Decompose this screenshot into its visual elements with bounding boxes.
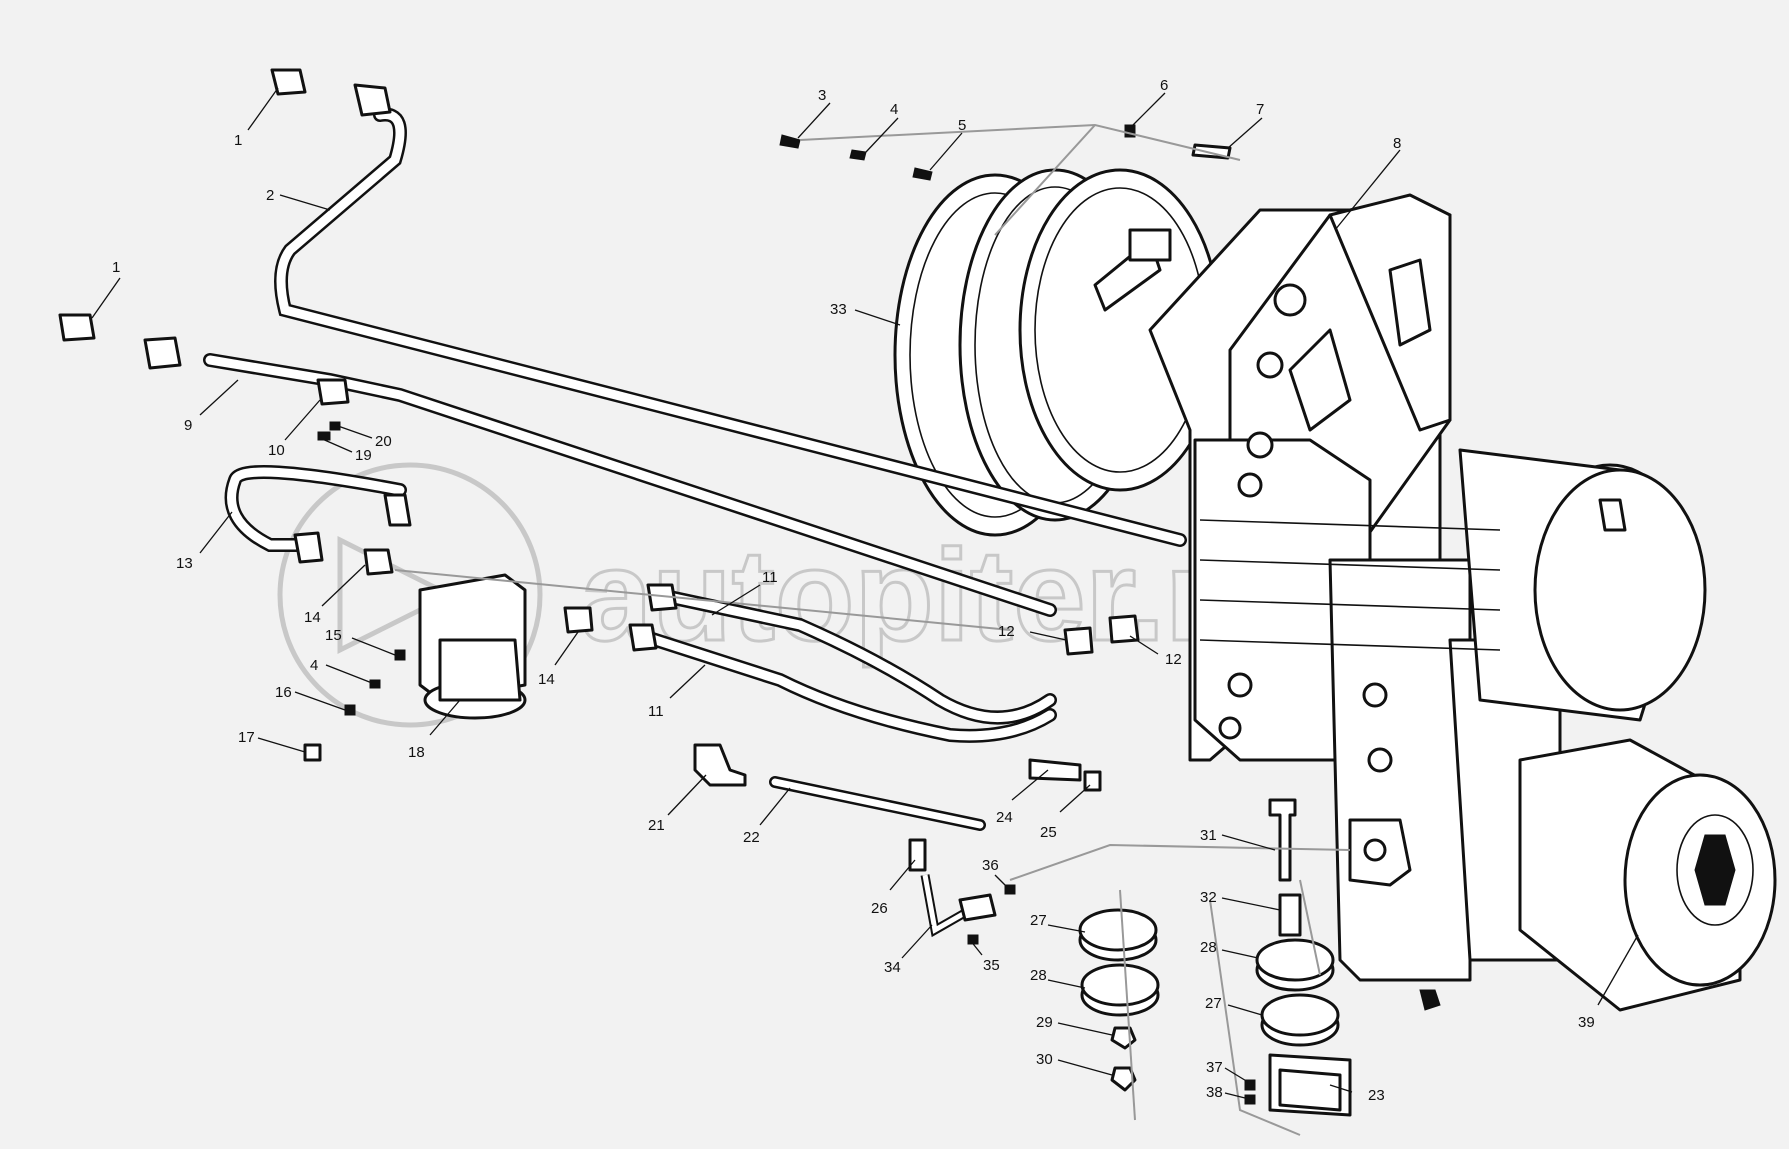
svg-text:18: 18 xyxy=(408,744,425,761)
svg-text:3: 3 xyxy=(818,87,826,104)
svg-text:29: 29 xyxy=(1036,1014,1053,1031)
svg-text:36: 36 xyxy=(982,857,999,874)
svg-text:26: 26 xyxy=(871,900,888,917)
svg-text:24: 24 xyxy=(996,809,1013,826)
svg-text:31: 31 xyxy=(1200,827,1217,844)
callout-26: 26 xyxy=(871,859,916,917)
callout-1b: 1 xyxy=(91,259,121,319)
svg-text:14: 14 xyxy=(304,609,321,626)
callout-3: 3 xyxy=(797,87,831,139)
svg-text:9: 9 xyxy=(184,417,192,434)
svg-text:8: 8 xyxy=(1393,135,1401,152)
svg-text:39: 39 xyxy=(1578,1014,1595,1031)
svg-text:11: 11 xyxy=(762,569,778,586)
callout-18: 18 xyxy=(408,699,461,761)
callout-14a: 14 xyxy=(304,564,366,626)
callout-11a: 11 xyxy=(711,569,778,616)
svg-text:16: 16 xyxy=(275,684,292,701)
transmission-housing xyxy=(893,168,1777,1012)
callout-5: 5 xyxy=(929,117,966,171)
callout-32: 32 xyxy=(1200,889,1281,911)
svg-text:34: 34 xyxy=(884,959,901,976)
svg-text:13: 13 xyxy=(176,555,193,572)
callout-27a: 27 xyxy=(1030,912,1086,933)
callout-29: 29 xyxy=(1036,1014,1113,1036)
svg-text:17: 17 xyxy=(238,729,255,746)
svg-text:12: 12 xyxy=(998,623,1015,640)
svg-text:21: 21 xyxy=(648,817,665,834)
callout-1a: 1 xyxy=(234,87,279,149)
callout-14b: 14 xyxy=(538,631,579,688)
assembly-guide-lines xyxy=(394,123,1351,1136)
callout-4b: 4 xyxy=(310,657,373,684)
callout-30: 30 xyxy=(1036,1051,1113,1076)
callout-7: 7 xyxy=(1227,101,1264,149)
callout-21: 21 xyxy=(648,774,707,834)
svg-text:1: 1 xyxy=(112,259,120,276)
callout-28a: 28 xyxy=(1030,967,1086,989)
callout-31: 31 xyxy=(1200,827,1276,851)
callout-8: 8 xyxy=(1334,135,1401,231)
callout-23: 23 xyxy=(1329,1084,1385,1104)
svg-text:14: 14 xyxy=(538,671,555,688)
callout-39: 39 xyxy=(1578,934,1639,1031)
svg-text:33: 33 xyxy=(830,301,847,318)
svg-text:6: 6 xyxy=(1160,77,1168,94)
callout-2: 2 xyxy=(266,187,331,211)
callout-33: 33 xyxy=(830,301,901,326)
svg-text:19: 19 xyxy=(355,447,372,464)
callout-12b: 12 xyxy=(1129,635,1182,668)
svg-text:1: 1 xyxy=(234,132,242,149)
callout-28b: 28 xyxy=(1200,939,1259,959)
svg-text:32: 32 xyxy=(1200,889,1217,906)
svg-text:10: 10 xyxy=(268,442,285,459)
callout-16: 16 xyxy=(275,684,346,711)
svg-text:4: 4 xyxy=(890,101,898,118)
callout-36: 36 xyxy=(982,857,1009,889)
svg-text:5: 5 xyxy=(958,117,966,134)
svg-text:28: 28 xyxy=(1030,967,1047,984)
callout-11b: 11 xyxy=(648,664,706,720)
svg-text:23: 23 xyxy=(1368,1087,1385,1104)
callout-37: 37 xyxy=(1206,1059,1249,1083)
small-fittings xyxy=(58,68,1352,1117)
callout-13: 13 xyxy=(176,511,233,572)
svg-text:28: 28 xyxy=(1200,939,1217,956)
svg-text:30: 30 xyxy=(1036,1051,1053,1068)
svg-text:27: 27 xyxy=(1030,912,1047,929)
callout-10: 10 xyxy=(268,399,321,459)
callout-labels: 1 1 2 3 4 4 5 6 7 8 9 10 11 11 12 12 13 … xyxy=(91,77,1639,1104)
callout-27b: 27 xyxy=(1205,995,1263,1016)
callout-12a: 12 xyxy=(998,623,1067,641)
svg-text:27: 27 xyxy=(1205,995,1222,1012)
svg-text:37: 37 xyxy=(1206,1059,1223,1076)
callout-4a: 4 xyxy=(865,101,899,153)
callout-34: 34 xyxy=(884,924,933,976)
callout-9: 9 xyxy=(184,379,239,434)
svg-text:15: 15 xyxy=(325,627,342,644)
callout-24: 24 xyxy=(996,769,1049,826)
callout-35: 35 xyxy=(969,939,1000,974)
callout-15: 15 xyxy=(325,627,396,656)
callout-20: 20 xyxy=(337,425,392,450)
callout-25: 25 xyxy=(1040,784,1091,841)
callout-38: 38 xyxy=(1206,1084,1246,1101)
callout-17: 17 xyxy=(238,729,306,753)
callout-22: 22 xyxy=(743,787,791,846)
hose-assemblies xyxy=(143,83,1187,831)
svg-text:38: 38 xyxy=(1206,1084,1223,1101)
svg-text:2: 2 xyxy=(266,187,274,204)
svg-text:35: 35 xyxy=(983,957,1000,974)
svg-text:4: 4 xyxy=(310,657,318,674)
svg-text:7: 7 xyxy=(1256,101,1264,118)
svg-text:12: 12 xyxy=(1165,651,1182,668)
svg-text:22: 22 xyxy=(743,829,760,846)
svg-text:11: 11 xyxy=(648,703,664,720)
svg-text:25: 25 xyxy=(1040,824,1057,841)
svg-text:20: 20 xyxy=(375,433,392,450)
callout-6: 6 xyxy=(1131,77,1168,127)
callout-19: 19 xyxy=(319,437,372,464)
